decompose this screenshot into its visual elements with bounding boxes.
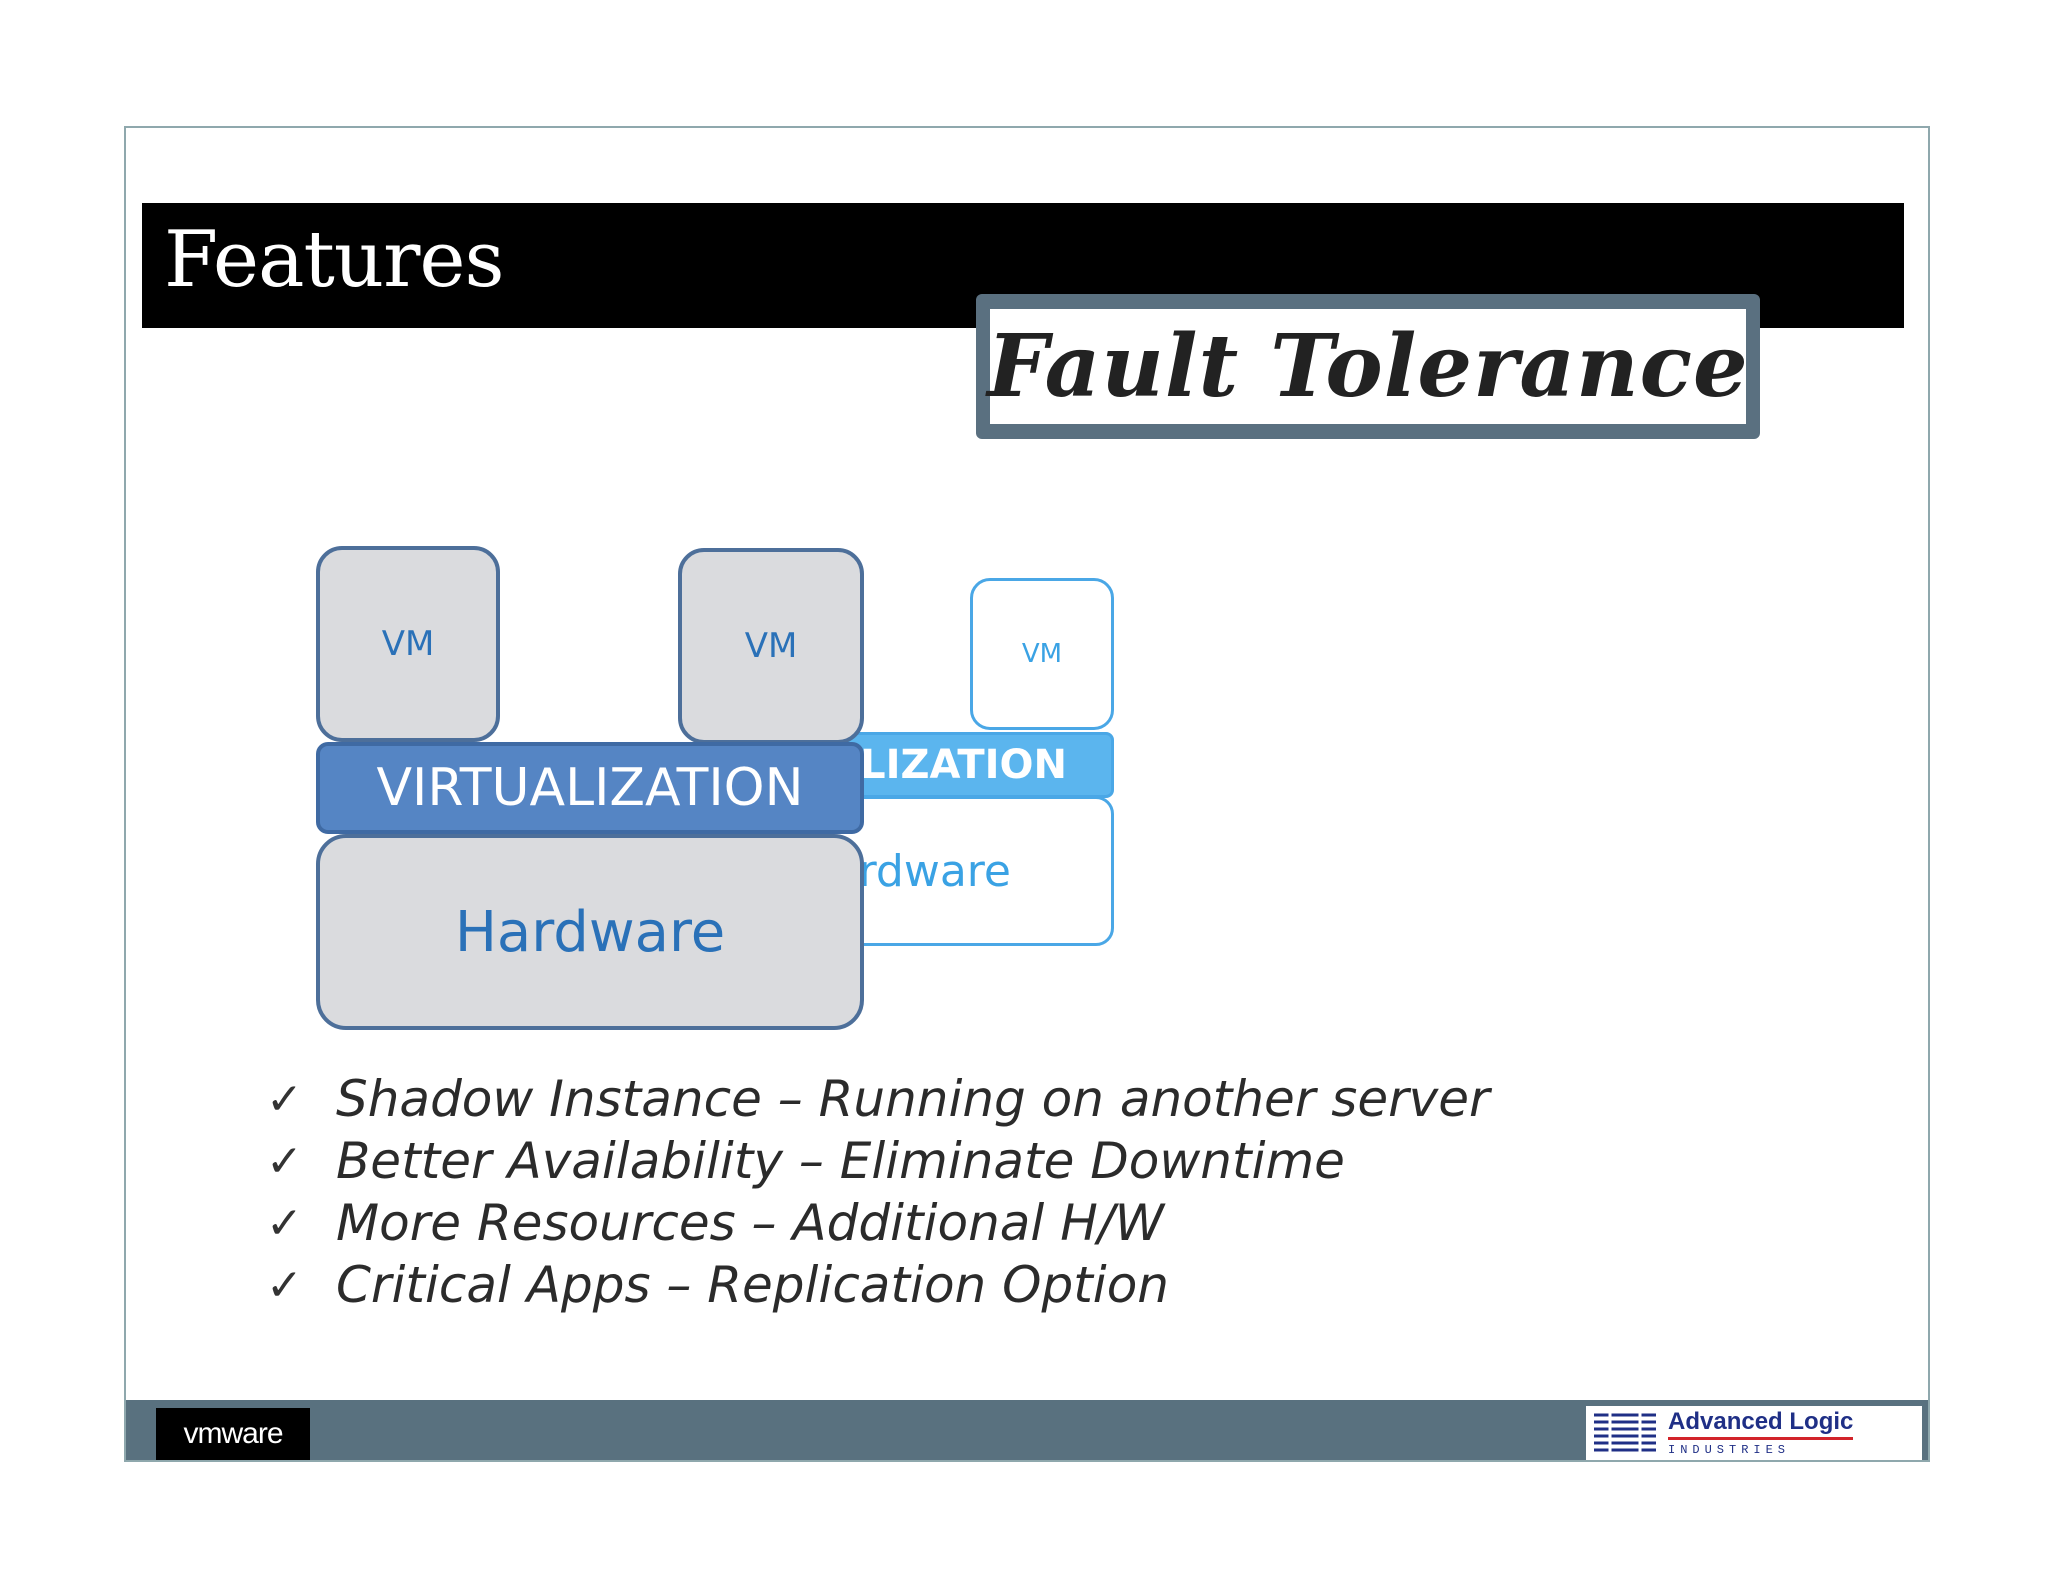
bullet-text: More Resources – Additional H/W [336,1194,1165,1252]
slide-title: Features [164,215,505,305]
secondary-hardware-label: rdware [858,845,1011,897]
callout-box: Fault Tolerance [987,309,1749,424]
feature-list: ✓ Shadow Instance – Running on another s… [266,1068,1490,1316]
secondary-virtualization-label: ALIZATION [829,742,1067,788]
footer-bar: vmware Advanced Logic INDUSTRIES [126,1400,1928,1460]
list-item: ✓ Critical Apps – Replication Option [266,1254,1490,1316]
secondary-vm-label: VM [1021,639,1063,669]
advanced-logic-sub: INDUSTRIES [1668,1443,1791,1457]
advanced-logic-logo: Advanced Logic INDUSTRIES [1586,1406,1922,1460]
logo-red-rule [1668,1437,1854,1440]
check-icon: ✓ [266,1259,303,1311]
check-icon: ✓ [266,1073,303,1125]
vmware-logo-text: vmware [183,1417,283,1450]
check-icon: ✓ [266,1135,303,1187]
bullet-text: Shadow Instance – Running on another ser… [336,1070,1490,1128]
bullet-text: Better Availability – Eliminate Downtime [336,1132,1345,1190]
advanced-logic-wordmark: Advanced Logic INDUSTRIES [1668,1408,1854,1457]
vmware-logo: vmware [156,1408,310,1460]
advanced-logic-emblem-icon [1594,1413,1656,1455]
callout-frame: Fault Tolerance [976,294,1760,439]
primary-vm-box-1: VM [316,546,500,742]
list-item: ✓ Shadow Instance – Running on another s… [266,1068,1490,1130]
advanced-logic-name: Advanced Logic [1668,1408,1854,1435]
list-item: ✓ More Resources – Additional H/W [266,1192,1490,1254]
primary-vm-label-2: VM [744,626,798,666]
primary-vm-box-2: VM [678,548,864,744]
slide: Features Fault Tolerance VM rdware ALIZA… [124,126,1930,1462]
check-icon: ✓ [266,1197,303,1249]
primary-virtualization-bar: VIRTUALIZATION [316,742,864,834]
primary-virtualization-label: VIRTUALIZATION [376,758,804,818]
secondary-vm-box: VM [970,578,1114,730]
primary-hardware-label: Hardware [454,899,726,965]
primary-hardware-box: Hardware [316,834,864,1030]
primary-vm-label-1: VM [381,624,435,664]
bullet-text: Critical Apps – Replication Option [336,1256,1169,1314]
list-item: ✓ Better Availability – Eliminate Downti… [266,1130,1490,1192]
callout-title: Fault Tolerance [987,316,1749,417]
